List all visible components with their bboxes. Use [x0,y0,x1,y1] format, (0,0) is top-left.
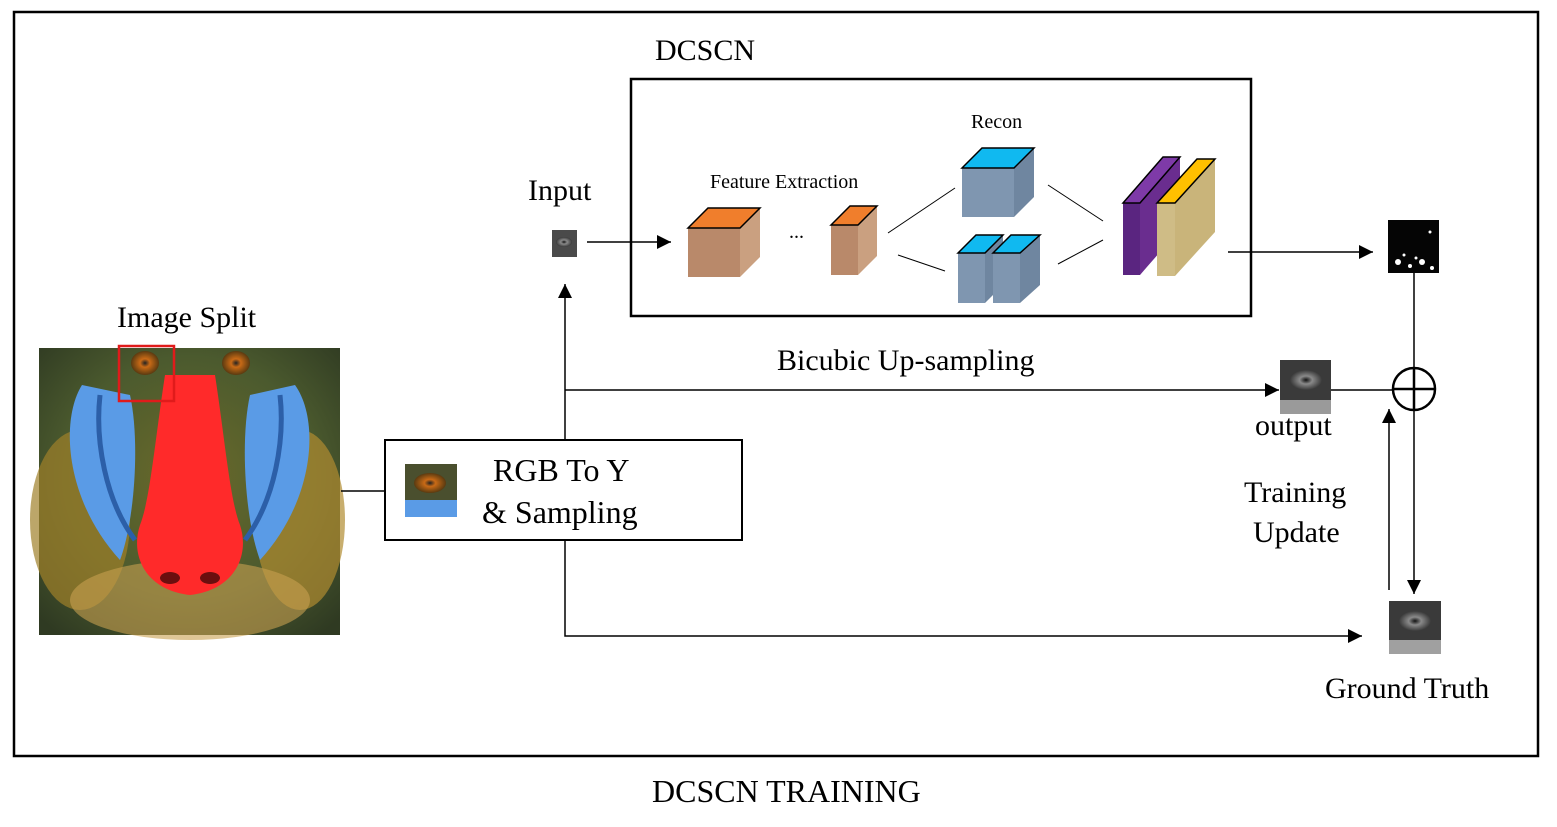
bicubic-label: Bicubic Up-sampling [777,344,1034,377]
ground-truth-thumbnail [1389,601,1441,654]
connector-line [897,254,946,272]
tan-block [1155,158,1217,276]
feature-cube-1 [686,207,762,277]
recon-label: Recon [971,111,1022,133]
split-highlight [117,344,176,403]
outer-frame [12,10,1540,758]
recon-cube-bottom-right [991,234,1042,303]
patch-color-thumbnail [405,464,457,517]
training-label-line2: Update [1253,516,1340,549]
figure-caption: DCSCN TRAINING [652,773,921,809]
dcscn-label: DCSCN [655,34,755,67]
dcscn-box [629,77,1253,318]
output-thumbnail [1280,360,1331,414]
recon-cube-top [960,147,1036,217]
input-thumbnail [552,230,577,257]
output-label: output [1255,409,1332,442]
ground-truth-path [564,540,1362,643]
connector-line [1047,184,1104,222]
input-label: Input [528,174,592,207]
image-split-label: Image Split [117,301,257,334]
feature-extraction-label: Feature Extraction [710,171,858,193]
ellipsis: ... [789,221,804,243]
residual-thumbnail [1388,220,1439,273]
connector-line [1057,239,1104,265]
training-label-line1: Training [1244,476,1346,509]
sum-operator [1391,366,1437,412]
rgb-label-line1: RGB To Y [493,452,629,488]
connector-line [887,187,956,234]
feature-cube-n [829,205,879,275]
mandrill-image [30,344,345,640]
ground-truth-label: Ground Truth [1325,672,1489,705]
rgb-label-line2: & Sampling [482,494,638,530]
